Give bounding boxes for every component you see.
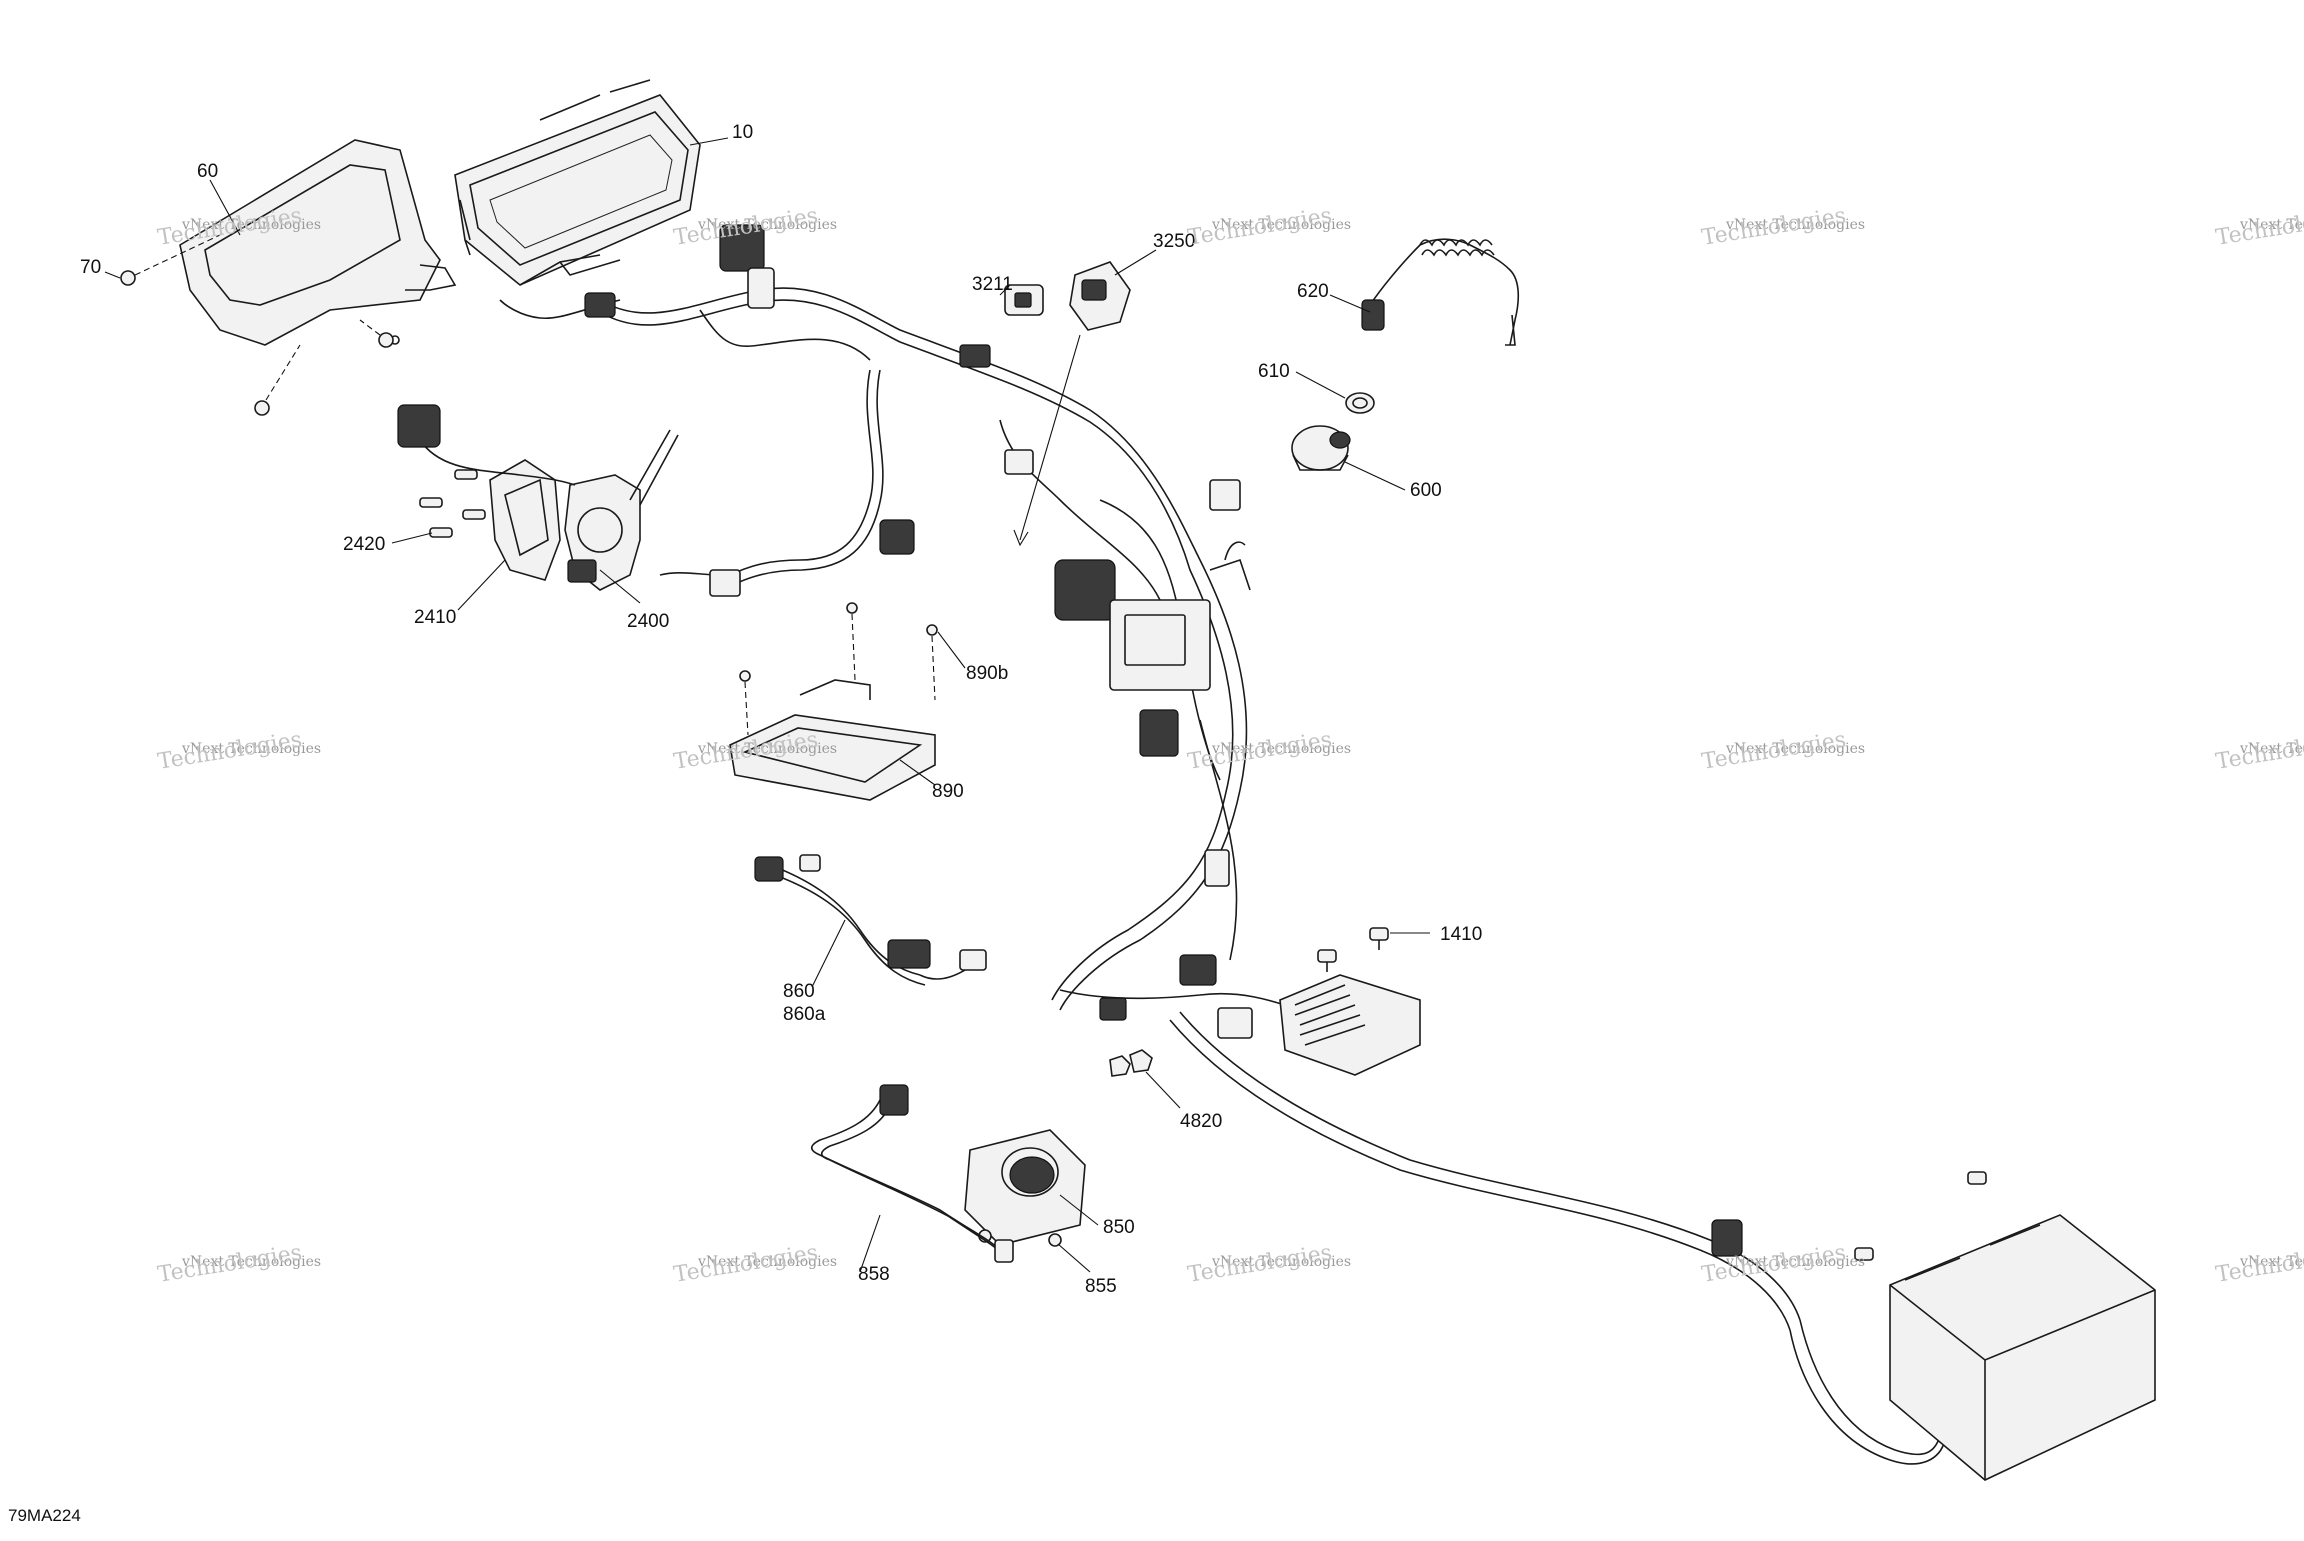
drawing-code: 79MA224 [8, 1506, 81, 1525]
switch-600-part[interactable] [1291, 425, 1351, 471]
callout-860a: 860a [783, 1004, 826, 1025]
switch-850-part[interactable] [964, 1129, 1086, 1246]
callout-610: 610 [1258, 361, 1290, 382]
callout-855: 855 [1085, 1276, 1117, 1297]
wire-pigtail-2400 [397, 404, 576, 486]
nut-4820-set[interactable] [1109, 1049, 1153, 1077]
callout-858: 858 [858, 1264, 890, 1285]
screw-1410-set[interactable] [1317, 927, 1389, 972]
battery-part[interactable] [1889, 1214, 2156, 1481]
screw-2420-set[interactable] [419, 469, 486, 538]
module-890-part[interactable] [729, 679, 936, 801]
callout-10: 10 [732, 122, 754, 143]
callout-2410: 2410 [414, 607, 457, 628]
callout-1410: 1410 [1440, 924, 1483, 945]
callout-890b: 890b [966, 663, 1009, 684]
main-wiring-harness[interactable] [499, 224, 1946, 1465]
tether-cord-620-part[interactable] [1361, 238, 1520, 346]
callout-60: 60 [197, 161, 219, 182]
harness-860-part[interactable] [754, 854, 987, 986]
instrument-cluster-part[interactable] [454, 79, 701, 286]
cluster-bezel-part[interactable] [179, 139, 457, 346]
callout-2420: 2420 [343, 534, 386, 555]
leader-lines [104, 137, 1430, 1273]
callout-2400: 2400 [627, 611, 670, 632]
nut-855-set[interactable] [978, 1229, 1062, 1247]
callout-600: 600 [1410, 480, 1442, 501]
callout-3211: 3211 [972, 274, 1013, 295]
connector-3211-part[interactable] [1004, 284, 1044, 316]
handlebar-switch-2400-part[interactable] [564, 429, 679, 591]
callout-860: 860 [783, 981, 815, 1002]
callout-3250: 3250 [1153, 231, 1196, 252]
switch-3250-part[interactable] [1013, 261, 1131, 547]
callout-890: 890 [932, 781, 964, 802]
callout-620: 620 [1297, 281, 1329, 302]
screw-70-set[interactable] [120, 234, 394, 416]
harness-858-part[interactable] [810, 1084, 1014, 1263]
switch-housing-2410-part[interactable] [489, 459, 561, 581]
battery-terminal-screws[interactable] [1711, 1171, 1987, 1261]
callout-4820: 4820 [1180, 1111, 1223, 1132]
callout-70: 70 [80, 257, 102, 278]
voltage-regulator-part[interactable] [1279, 974, 1421, 1076]
ring-610-part[interactable] [1345, 392, 1375, 414]
callout-850: 850 [1103, 1217, 1135, 1238]
nut-890b-set[interactable] [739, 602, 938, 736]
